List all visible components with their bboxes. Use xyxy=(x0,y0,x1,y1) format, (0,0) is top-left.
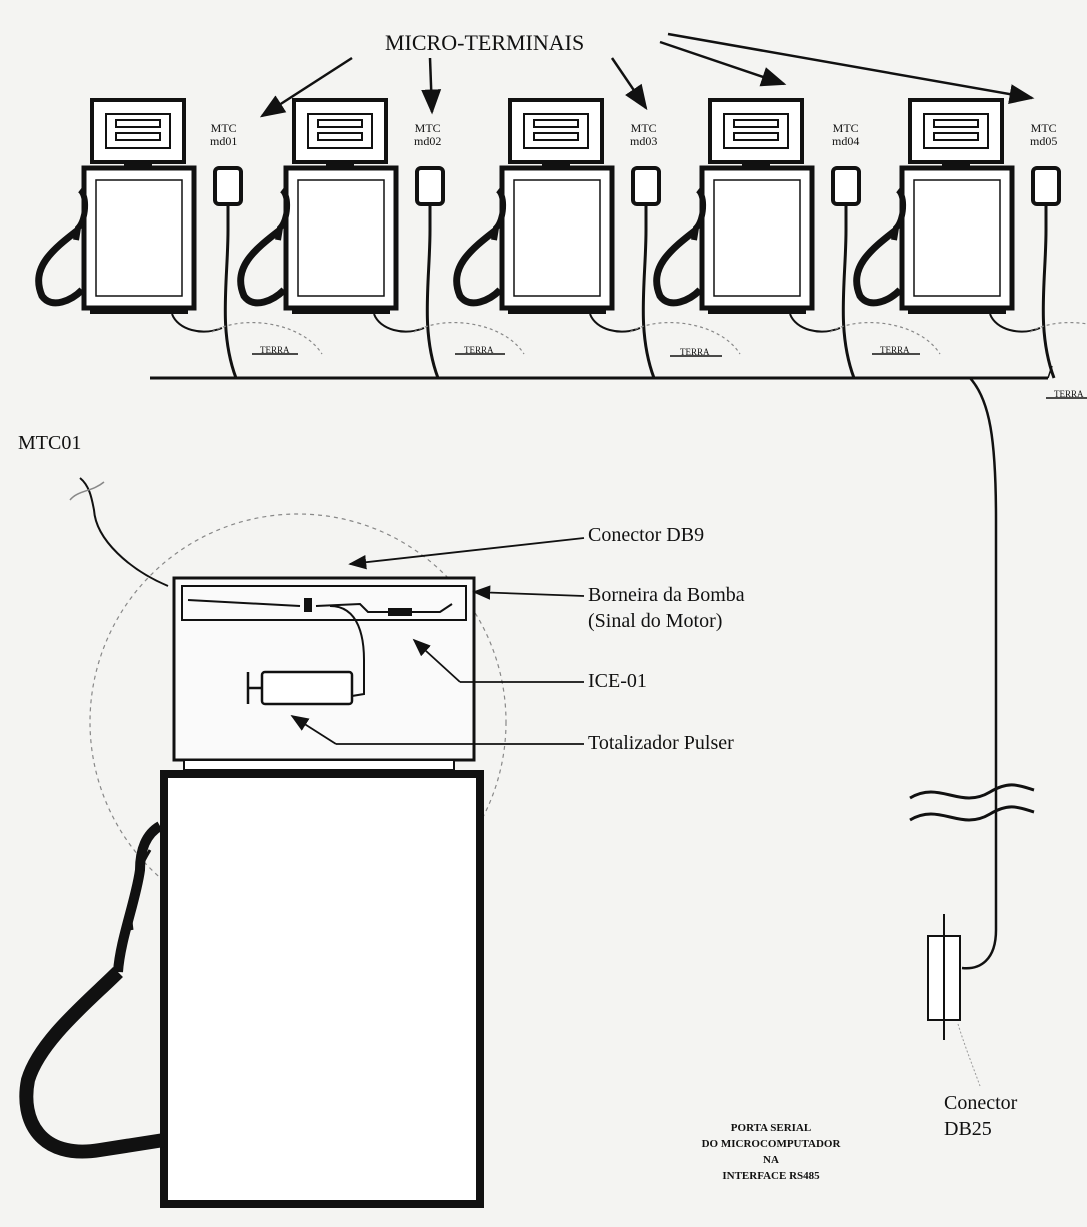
micro-terminals-title: MICRO-TERMINAIS xyxy=(385,30,585,55)
serial-cable xyxy=(961,377,998,970)
pump-housing-detail xyxy=(172,576,476,771)
db25-connector xyxy=(927,914,961,1040)
totalizador-label: Totalizador Pulser xyxy=(588,732,734,754)
conector-db9-label: Conector DB9 xyxy=(588,524,705,546)
serial-port-caption: PORTA SERIAL DO MICROCOMPUTADOR NA INTER… xyxy=(701,1122,841,1182)
ground-label-5: TERRA xyxy=(1054,389,1084,399)
borneira-label: Borneira da Bomba(Sinal do Motor) xyxy=(588,584,745,632)
ground-label-4: TERRA xyxy=(880,345,910,355)
pump-body-detail xyxy=(19,770,484,1208)
ground-label-2: TERRA xyxy=(464,345,494,355)
ground-label-3: TERRA xyxy=(680,347,710,357)
ice01-label: ICE-01 xyxy=(588,670,647,692)
ground-label-1: TERRA xyxy=(260,345,290,355)
mtc01-label: MTC01 xyxy=(18,432,82,454)
